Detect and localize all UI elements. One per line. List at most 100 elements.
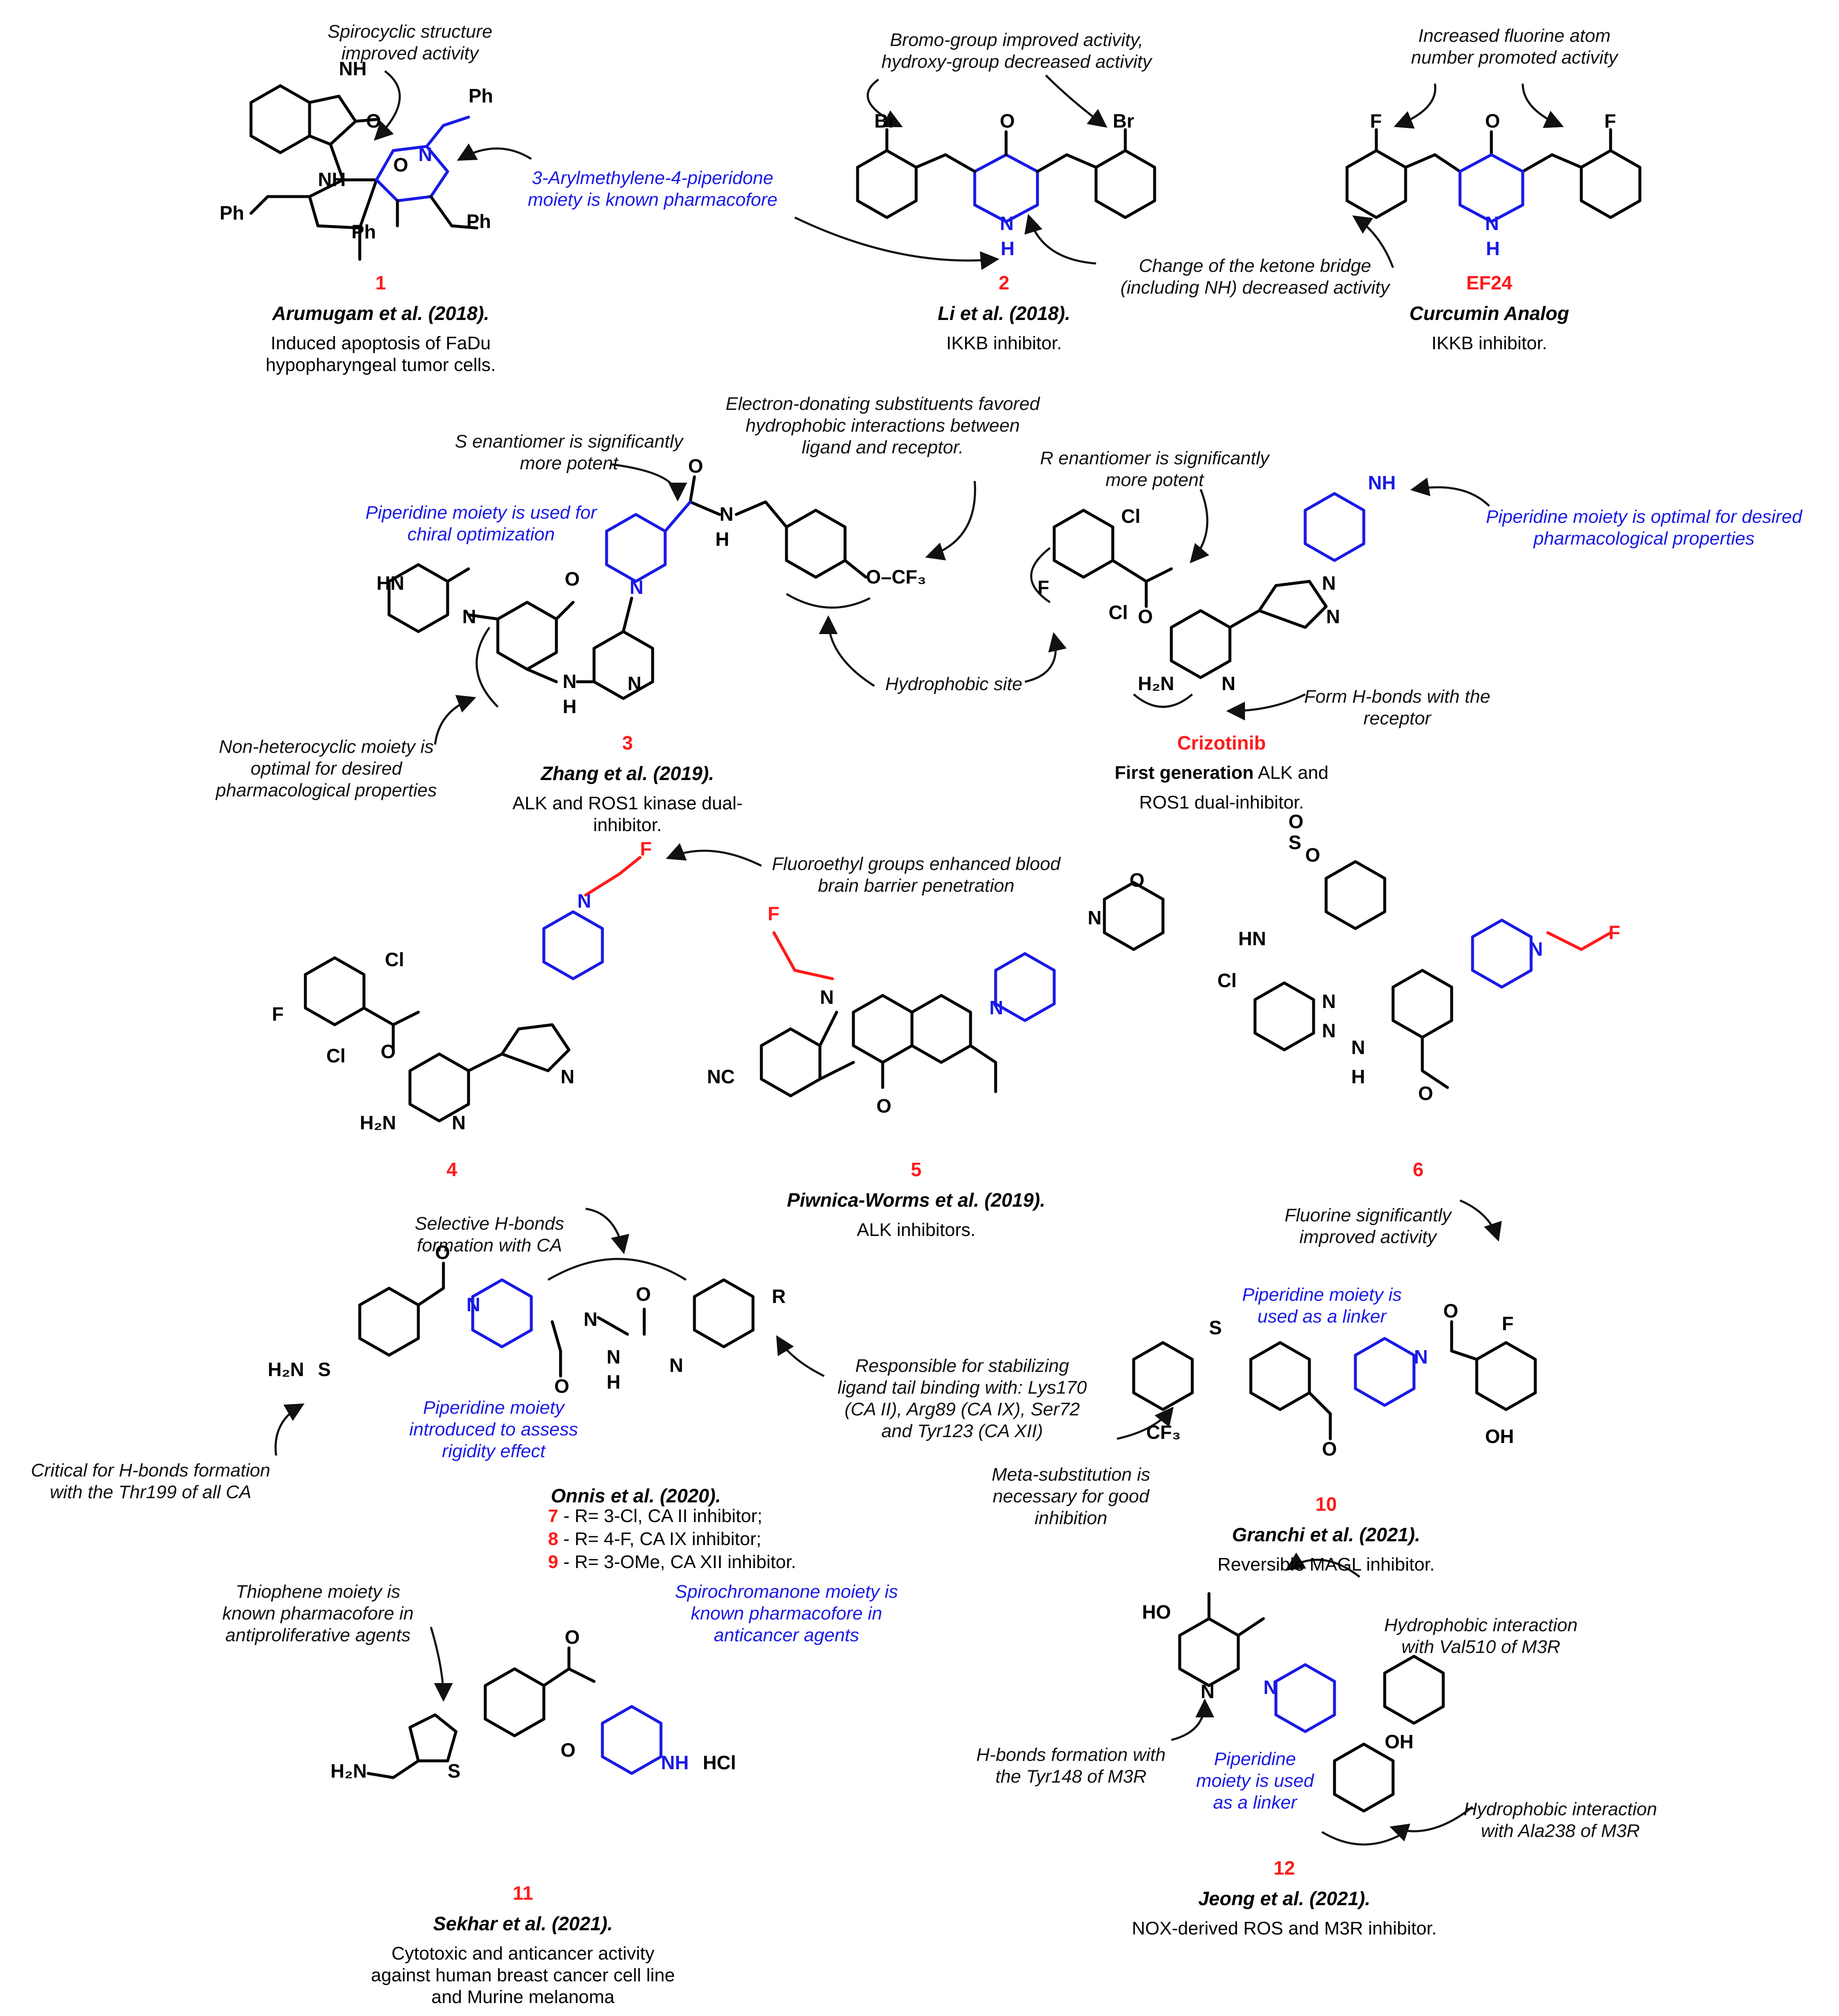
atom-ph: Ph — [466, 210, 491, 232]
atom-n: N — [418, 143, 432, 165]
compound-10-caption: 10 Granchi et al. (2021). Reversible MAG… — [1196, 1485, 1456, 1584]
atom-br: Br — [1113, 110, 1134, 132]
atom-cl: Cl — [385, 949, 404, 970]
annotation-ketone-bridge: Change of the ketone bridge (including N… — [1120, 256, 1390, 298]
atom-n: N — [1222, 673, 1235, 694]
atom-s: S — [318, 1358, 331, 1380]
atom-n: N — [563, 670, 576, 692]
compound-7-9-structure — [358, 1261, 755, 1378]
atom-n: N — [466, 1294, 480, 1315]
annotation-piperidine-optimal: Piperidine moiety is optimal for desired… — [1486, 507, 1802, 549]
annotation-fluorine-significant: Fluorine significantly improved activity — [1284, 1205, 1452, 1247]
compound-number: 1 — [375, 271, 386, 294]
atom-n: N — [1322, 1020, 1336, 1041]
atom-n: N — [1485, 212, 1499, 234]
compound-11-piperidine — [601, 1705, 663, 1775]
atom-o: O — [381, 1041, 396, 1062]
description-part: ALK and — [1253, 762, 1329, 783]
annotation-spirochromanone: Spirochromanone moiety is known pharmaco… — [675, 1581, 898, 1645]
ef24-structure — [1345, 128, 1642, 219]
annotation-rigidity: Piperidine moiety introduced to assess r… — [409, 1397, 578, 1461]
atom-o: O — [393, 154, 408, 176]
annotation-tyr148: H-bonds formation with the Tyr148 of M3R — [976, 1745, 1166, 1787]
annotation-meta-substitution: Meta-substitution is necessary for good … — [991, 1464, 1150, 1528]
compound-description: Cytotoxic and anticancer activity agains… — [371, 1943, 675, 2007]
atom-s: S — [1209, 1317, 1222, 1338]
atom-n: N — [1088, 907, 1101, 929]
atom-n: N — [577, 890, 591, 912]
compound-1-caption: 1 Arumugam et al. (2018). Induced apopto… — [251, 264, 510, 384]
annotation-thr199: Critical for H-bonds formation with the … — [31, 1460, 271, 1502]
atom-n: N — [1000, 212, 1014, 234]
compound-description: Reversible MAGL inhibitor. — [1217, 1554, 1435, 1575]
compound-reference: Onnis et al. (2020). — [551, 1484, 721, 1507]
compound-10-structure — [1132, 1320, 1537, 1440]
atom-o: O — [1130, 869, 1145, 891]
atom-n: N — [462, 606, 476, 627]
atom-s: S — [448, 1760, 461, 1782]
atom-cl: Cl — [1109, 601, 1128, 623]
annotation-non-heterocyclic: Non-heterocyclic moiety is optimal for d… — [215, 737, 437, 801]
atom-f: F — [272, 1003, 284, 1025]
atom-hn: HN — [377, 572, 404, 594]
annotation-r-enantiomer: R enantiomer is significantly more poten… — [1040, 448, 1269, 490]
atom-ph: Ph — [220, 202, 244, 224]
atom-o: O — [561, 1739, 576, 1761]
atom-f: F — [1370, 110, 1382, 132]
atom-o: O — [688, 455, 703, 477]
atom-oh: OH — [1385, 1731, 1414, 1752]
atom-n: N — [630, 576, 643, 598]
compound-reference: Zhang et al. (2019). — [540, 762, 715, 785]
compound-1-structure — [249, 84, 380, 261]
compound-5-fluoroethyl — [772, 931, 834, 980]
atom-o: O — [565, 568, 580, 590]
atom-cl: Cl — [1217, 970, 1237, 991]
compound-9-row: 9 - R= 3-OMe, CA XII inhibitor. — [548, 1552, 797, 1572]
atom-labels: NH O NH N Ph Ph Ph Ph O Br O Br N H F O … — [220, 58, 1620, 1782]
compound-4-piperidine — [542, 910, 604, 980]
compound-1-styryl — [396, 195, 479, 230]
compound-number: 5 — [911, 1158, 922, 1180]
binding-arcs — [475, 547, 1406, 1846]
compound-10-piperidine — [1354, 1337, 1416, 1407]
crizotinib-piperidine — [1304, 492, 1365, 562]
atom-n: N — [584, 1308, 597, 1330]
compound-11-structure — [366, 1646, 596, 1779]
atom-h: H — [1351, 1066, 1365, 1087]
atom-f: F — [1037, 576, 1049, 598]
atom-br: Br — [874, 110, 896, 132]
compound-reference: Arumugam et al. (2018). — [272, 302, 489, 325]
compound-3-caption: 3 Zhang et al. (2019). ALK and ROS1 kina… — [494, 724, 761, 844]
atom-h: H — [1486, 238, 1500, 259]
compound-reference: Jeong et al. (2021). — [1198, 1888, 1370, 1910]
annotation-piperidine-linker-12: Piperidine moiety is used as a linker — [1196, 1749, 1314, 1813]
compound-6-fluoroethyl — [1546, 931, 1612, 951]
atom-h2n: H₂N — [1138, 673, 1174, 694]
compound-number: 12 — [1273, 1857, 1295, 1879]
compound-6-caption: 6 — [1393, 1150, 1443, 1189]
compound-reference: Granchi et al. (2021). — [1232, 1524, 1420, 1546]
atom-s: S — [1288, 831, 1301, 853]
compound-6-piperidine — [1471, 918, 1533, 989]
ef24-piperidone — [1458, 153, 1524, 223]
compound-5-piperidine — [994, 952, 1056, 1022]
annotation-fluoroethyl: Fluoroethyl groups enhanced blood brain … — [772, 854, 1060, 896]
atom-nh: NH — [339, 58, 366, 79]
atom-n: N — [1351, 1036, 1365, 1058]
ef24-caption: EF24 Curcumin Analog IKKB inhibitor. — [1381, 264, 1598, 362]
atom-o: O — [1138, 606, 1153, 627]
atom-o: O — [1485, 110, 1500, 132]
atom-h: H — [1001, 238, 1014, 259]
atom-f: F — [1608, 921, 1620, 943]
atom-o: O — [1418, 1082, 1433, 1104]
atom-o: O — [1305, 844, 1320, 866]
annotation-arylmethylene: 3-Arylmethylene-4-piperidone moiety is k… — [528, 168, 778, 210]
compound-5-morpholine — [1103, 881, 1165, 951]
compound-number: 11 — [512, 1882, 533, 1904]
compound-12-piperidine — [1274, 1663, 1336, 1733]
compound-8-row: 8 - R= 4-F, CA IX inhibitor; — [548, 1529, 761, 1549]
compound-description: Induced apoptosis of FaDu hypopharyngeal… — [265, 333, 496, 376]
compound-number: 6 — [1413, 1158, 1424, 1180]
atom-n: N — [1322, 572, 1336, 594]
